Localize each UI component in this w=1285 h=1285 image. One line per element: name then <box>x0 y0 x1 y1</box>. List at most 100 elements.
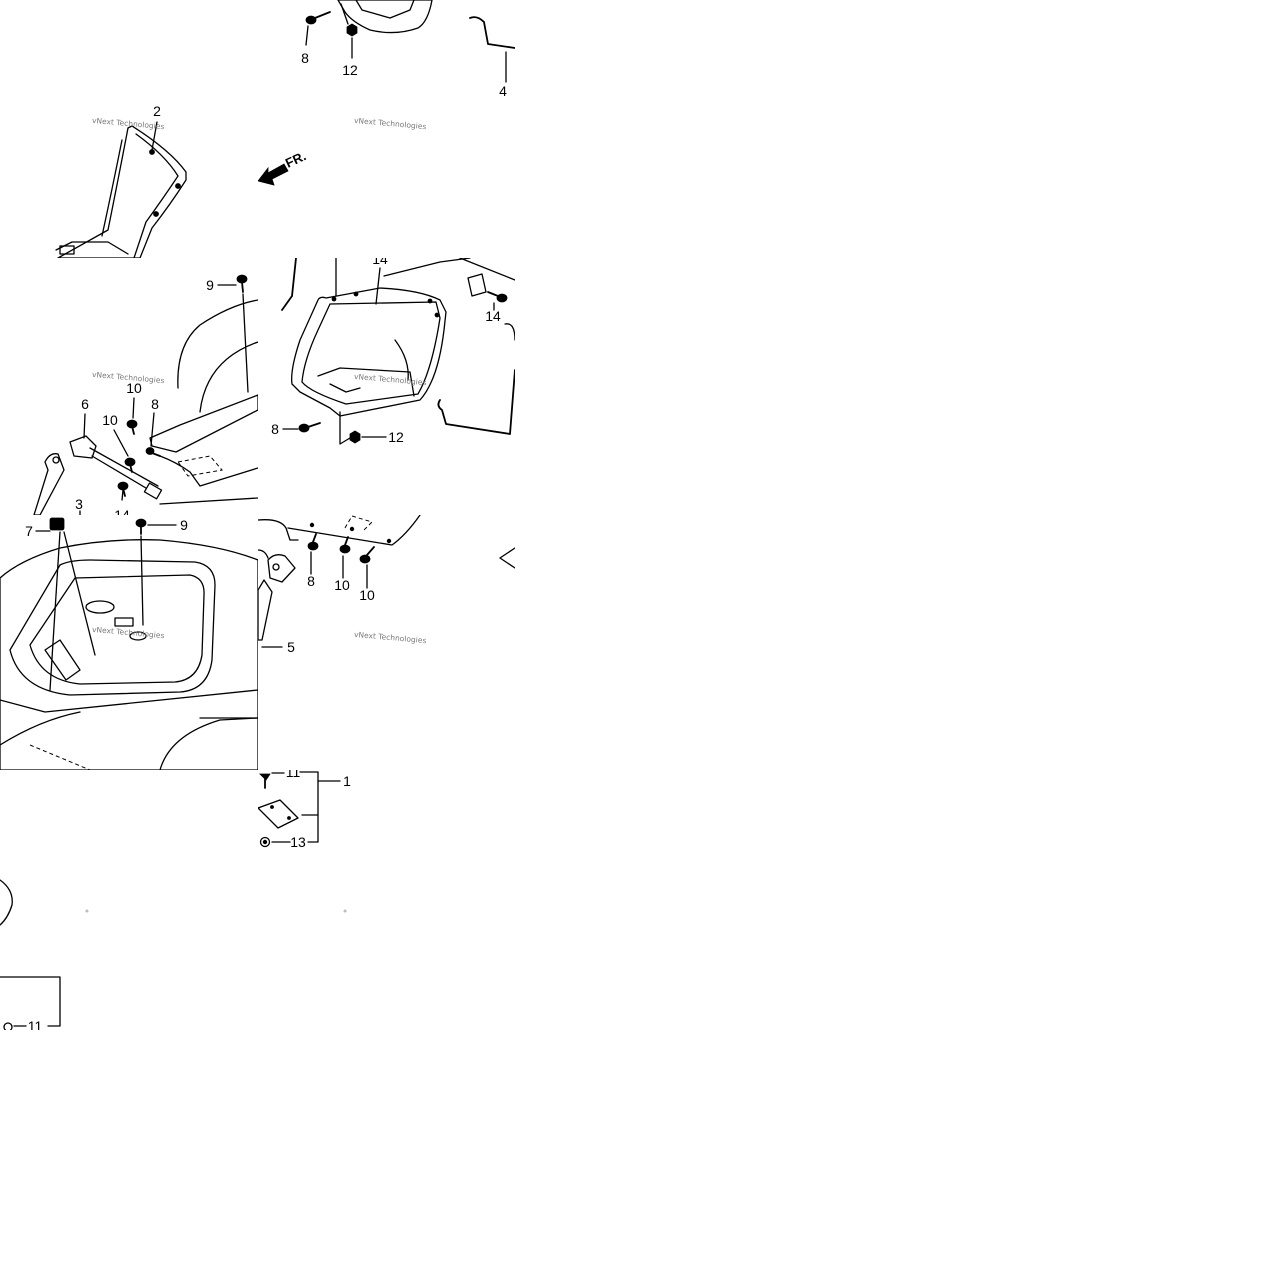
callout-5: 5 <box>287 639 295 655</box>
leader-line <box>375 267 381 305</box>
rod <box>469 16 515 49</box>
leader-line <box>113 429 129 457</box>
bolt <box>236 274 248 293</box>
tile-rear-fender: 7 9 vNext Technologies <box>0 517 258 770</box>
bolt <box>135 518 147 535</box>
watermark-speck <box>85 909 89 913</box>
storage-box-opening <box>85 600 115 614</box>
callout-8: 8 <box>301 50 309 66</box>
support-rod <box>89 447 159 487</box>
bolt <box>305 11 331 25</box>
fender-contour <box>0 711 81 746</box>
leader-line <box>63 531 96 656</box>
callout-13: 13 <box>290 834 306 850</box>
tile-left-middle: 9 6 10 10 8 3 14 vNext Technologies <box>33 274 258 523</box>
callout-1: 1 <box>343 773 351 789</box>
storage-box-tab <box>114 617 134 627</box>
mount-hole <box>153 211 159 217</box>
leader-line <box>121 489 124 501</box>
air-duct-edge <box>101 139 123 237</box>
tile-top: 8 12 4 <box>301 0 515 99</box>
bracket <box>467 273 487 297</box>
panel-edge <box>459 258 515 281</box>
air-duct <box>57 125 187 258</box>
callout-12: 12 <box>388 429 404 445</box>
mount-hole <box>353 291 359 297</box>
storage-tray <box>291 287 447 417</box>
tray-holder-line <box>340 3 349 25</box>
storage-tray-contour <box>394 339 409 381</box>
panel-edge <box>383 258 471 277</box>
callout-6: 6 <box>81 396 89 412</box>
callout-7: 7 <box>25 523 33 539</box>
duct-base-slot <box>59 245 75 255</box>
screw <box>259 773 271 789</box>
fender-lower-edge <box>0 689 258 713</box>
panel-edge <box>159 455 258 487</box>
part-edge <box>499 547 515 569</box>
tile-duct: 2 vNext Technologies <box>55 103 187 258</box>
fender-edge <box>258 519 299 541</box>
fender-contour <box>159 717 258 770</box>
tile-plate-set: 11 1 13 <box>258 770 351 913</box>
storage-tray-rim <box>301 301 441 405</box>
leader-line <box>150 412 155 447</box>
plate <box>258 799 299 829</box>
bolt <box>298 422 321 433</box>
rod-end-block <box>143 482 163 500</box>
mount-hole <box>386 538 392 544</box>
bolt <box>359 546 375 564</box>
dashed-outline <box>177 455 223 477</box>
tile-bottom-left: 11 <box>0 879 89 1034</box>
support-rod <box>91 455 157 495</box>
fender-arc <box>177 299 258 389</box>
mounting-plate <box>149 394 258 453</box>
part-edge <box>0 879 13 926</box>
bracket <box>69 435 97 459</box>
leader-line <box>305 25 309 46</box>
leader-line <box>151 121 158 151</box>
rod <box>281 258 297 311</box>
storage-tray-floor <box>317 367 415 397</box>
callout-10: 10 <box>126 380 142 396</box>
callout-12: 12 <box>342 62 358 78</box>
fender-contour-hidden <box>29 744 91 770</box>
panel-edge <box>159 497 258 505</box>
callout-10: 10 <box>334 577 350 593</box>
hinge-pivot <box>52 456 60 464</box>
hinge-bracket <box>267 554 296 583</box>
callout-8: 8 <box>307 573 315 589</box>
bolt <box>145 447 161 457</box>
nut <box>349 430 361 444</box>
bolt <box>339 536 351 554</box>
bolt <box>307 533 319 551</box>
set-bracket <box>0 976 61 1027</box>
rod <box>437 369 515 435</box>
clip <box>49 517 65 531</box>
mount-hole <box>349 526 355 532</box>
set-bracket <box>299 771 319 843</box>
nut <box>3 1022 13 1030</box>
callout-14: 14 <box>114 507 130 523</box>
mount-hole <box>175 183 181 189</box>
bolt <box>126 419 138 435</box>
leader-line <box>339 411 351 445</box>
leader-line <box>132 397 135 419</box>
tray-inner-edge <box>355 0 415 19</box>
dashed-outline <box>344 515 373 533</box>
front-direction-arrow <box>258 163 289 186</box>
callout-9: 9 <box>206 277 214 293</box>
callout-10: 10 <box>359 587 375 603</box>
nut <box>346 23 358 37</box>
storage-tray-floor <box>329 383 361 393</box>
panel-edge <box>504 323 515 341</box>
callout-11: 11 <box>28 1018 43 1034</box>
callout-10: 10 <box>102 412 118 428</box>
hinge-arm <box>258 579 273 641</box>
mount-hole <box>331 296 337 302</box>
hinge-pivot <box>272 563 280 571</box>
storage-box-inner <box>29 574 205 685</box>
fender-arc-inner <box>199 341 258 413</box>
storage-box-boss <box>129 631 147 641</box>
